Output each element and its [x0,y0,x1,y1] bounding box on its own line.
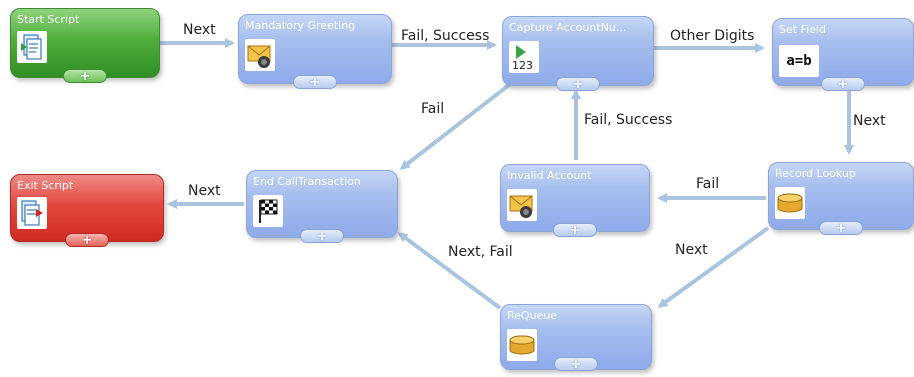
add-step-button[interactable]: + [300,229,344,243]
add-step-button[interactable]: + [821,77,865,91]
envelope-audio-icon [507,189,537,221]
edge-label-lookup-to-requeue: Next [675,242,708,258]
assignment-icon: a=b [779,45,819,77]
node-title: End CallTransaction [253,175,361,188]
add-step-button[interactable]: + [556,77,600,91]
node-capture-account[interactable]: Capture AccountNu... 123 + [502,16,654,91]
add-step-button[interactable]: + [554,357,598,371]
node-exit-script[interactable]: Exit Script + [10,174,164,247]
add-step-button[interactable]: + [553,223,597,237]
node-set-field[interactable]: Set Field a=b + [772,18,914,91]
add-step-button[interactable]: + [293,75,337,89]
node-start-script[interactable]: Start Script + [10,8,160,83]
edge-label-start-to-greeting: Next [183,22,216,38]
edge-label-capture-to-endcall: Fail [421,101,445,117]
svg-text:123: 123 [512,59,533,71]
node-title: Start Script [17,13,80,26]
node-title: Invalid Account [507,169,592,182]
edge-lookup-to-requeue[interactable] [657,226,770,308]
edge-label-invalid-to-capture: Fail, Success [584,112,673,128]
node-title: Exit Script [17,179,74,192]
node-end-call-transaction[interactable]: End CallTransaction + [246,170,398,243]
edge-label-greeting-to-capture: Fail, Success [401,28,490,44]
node-title: Set Field [779,23,826,36]
edge-requeue-to-endcall[interactable] [397,232,502,310]
edge-label-lookup-to-invalid: Fail [696,176,720,192]
node-title: Record Lookup [775,167,856,180]
node-invalid-account[interactable]: Invalid Account + [500,164,650,237]
assignment-icon-text: a=b [786,53,812,69]
add-step-button[interactable]: + [65,233,109,247]
envelope-audio-icon [245,39,275,71]
edge-label-requeue-to-endcall: Next, Fail [448,244,513,260]
add-step-button[interactable]: + [63,69,107,83]
node-record-lookup[interactable]: Record Lookup + [768,162,914,235]
edge-capture-to-endcall[interactable] [399,76,520,170]
node-requeue[interactable]: ReQueue + [500,304,652,371]
capture-digits-icon: 123 [509,41,539,73]
node-title: Capture AccountNu... [509,21,627,34]
script-start-icon [17,31,47,63]
database-icon [775,187,805,219]
node-title: ReQueue [507,309,558,322]
add-step-button[interactable]: + [819,221,863,235]
node-mandatory-greeting[interactable]: Mandatory Greeting + [238,14,392,89]
database-icon [507,329,537,361]
checkered-flag-icon [253,195,283,227]
script-exit-icon [17,197,47,229]
edge-label-capture-to-setfield: Other Digits [670,28,755,44]
edge-label-endcall-to-exit: Next [188,183,221,199]
edge-label-setfield-to-lookup: Next [853,113,886,129]
node-title: Mandatory Greeting [245,19,356,32]
